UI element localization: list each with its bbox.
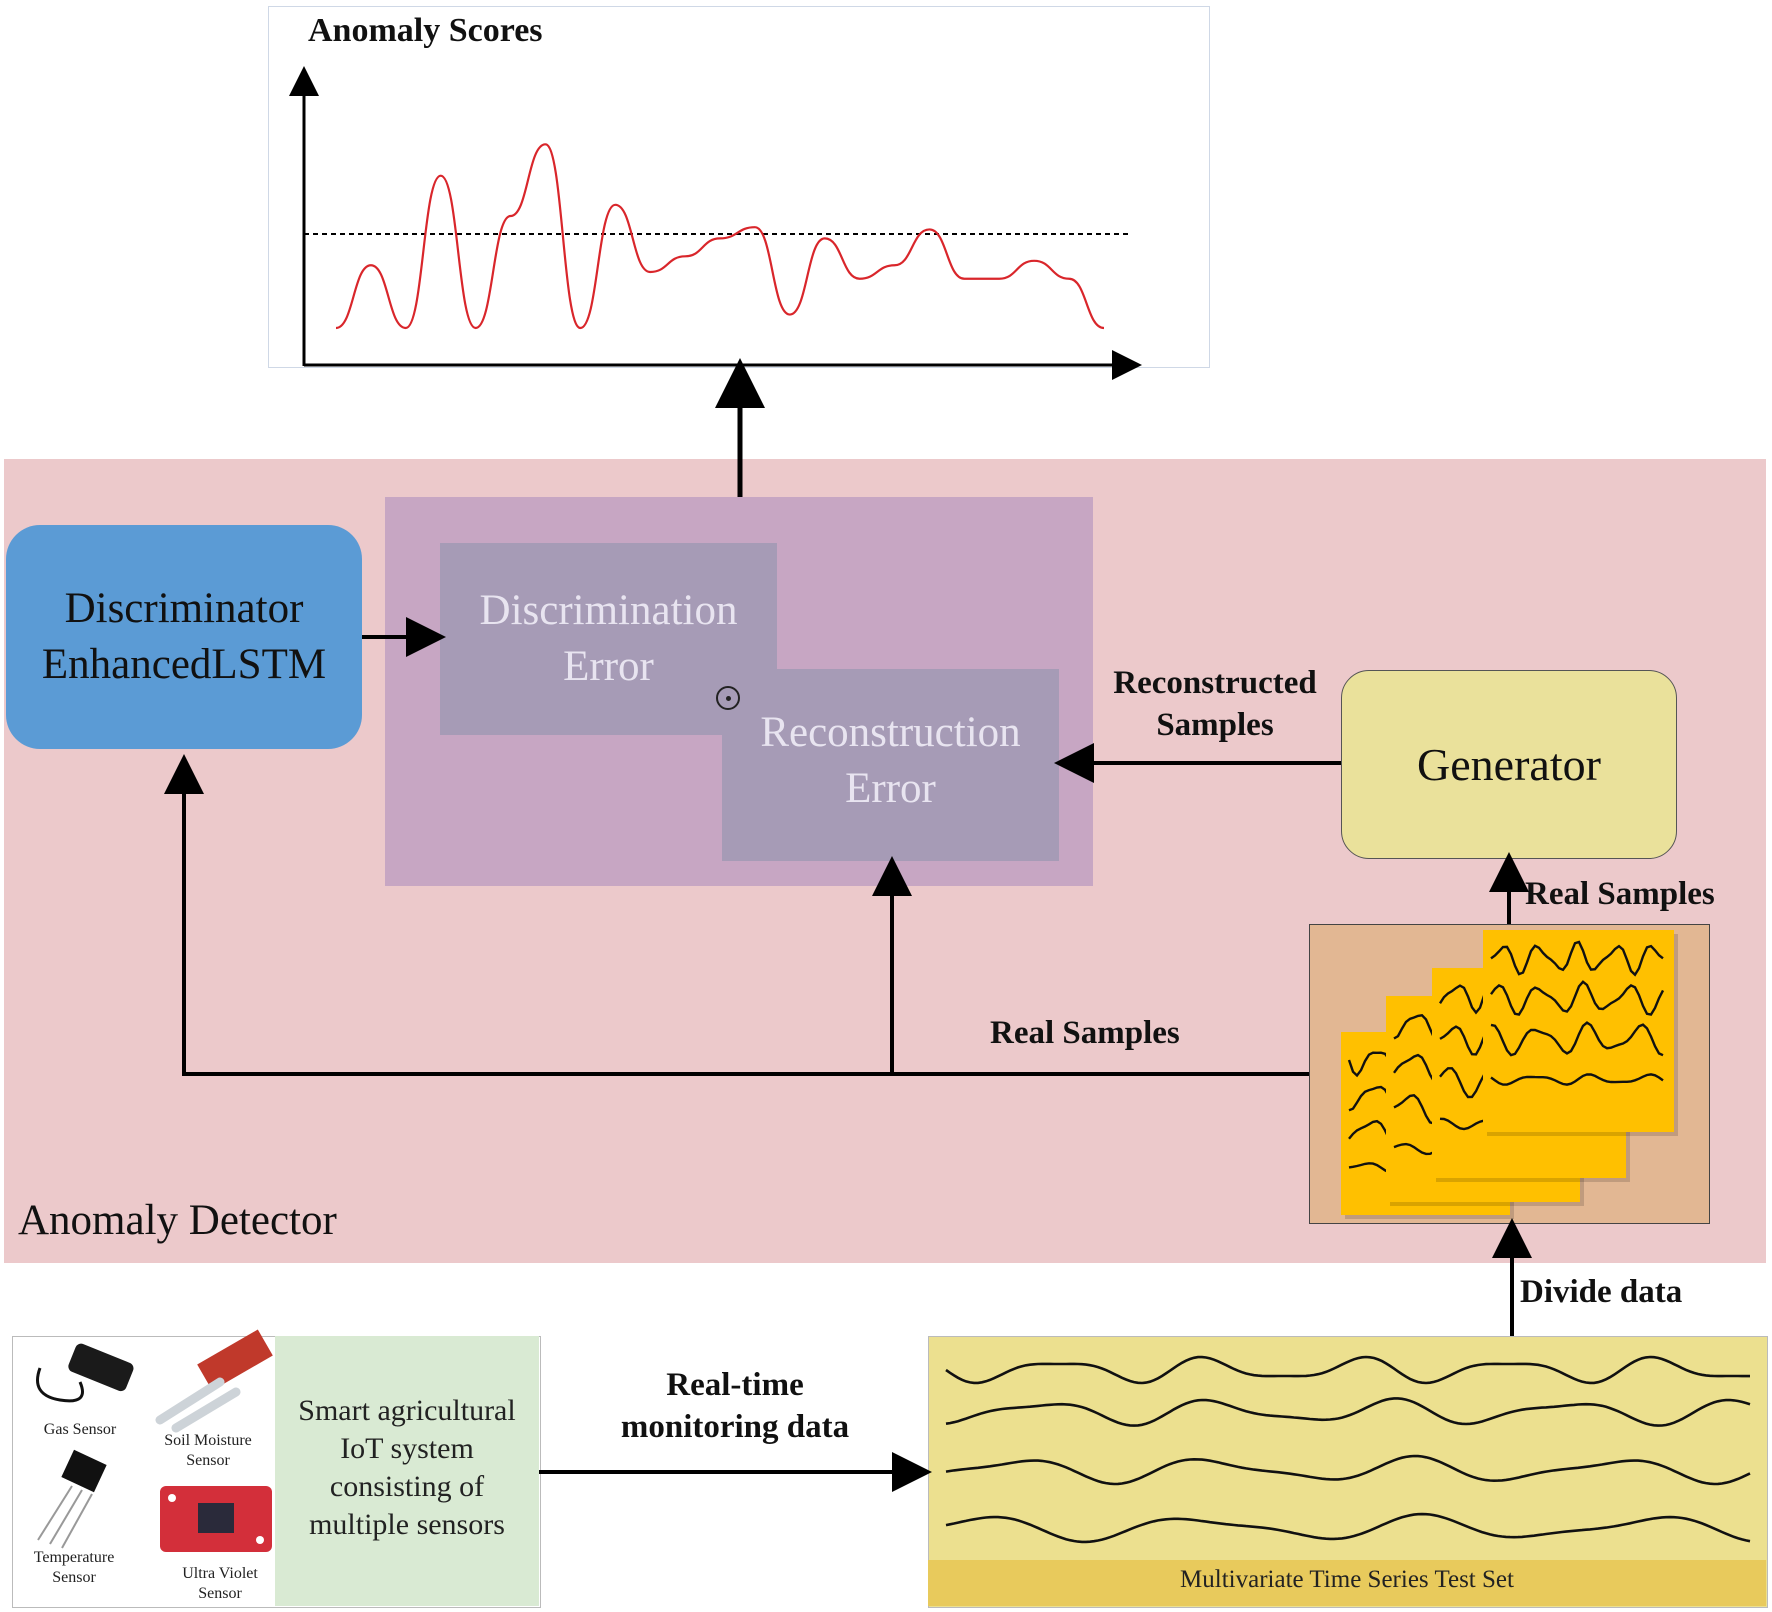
test-set-waves xyxy=(945,1355,1751,1544)
elementwise-product-icon xyxy=(716,686,740,710)
sample-wave xyxy=(1490,940,1664,977)
discrimination-error-box: Discrimination Error xyxy=(440,543,777,735)
test-set-wave xyxy=(945,1512,1751,1544)
temperature-sensor-icon xyxy=(37,1449,107,1549)
realtime-line1: Real-time xyxy=(666,1367,804,1403)
soil-caption-line2: Sensor xyxy=(186,1452,230,1469)
discrimination-error-line2: Error xyxy=(563,643,654,690)
realtime-line2: monitoring data xyxy=(620,1409,850,1445)
discrimination-error-line1: Discrimination xyxy=(479,587,738,634)
iot-system-text: Smart agricultural IoT system consisting… xyxy=(280,1392,534,1544)
reconstruction-error-line1: Reconstruction xyxy=(760,709,1021,756)
soil-moisture-sensor-icon xyxy=(155,1329,273,1433)
sample-wave xyxy=(1490,980,1665,1016)
discriminator-line1: Discriminator xyxy=(64,585,304,632)
test-set-strip xyxy=(928,1560,1766,1606)
discriminator-node: Discriminator EnhancedLSTM xyxy=(6,525,362,749)
divide-data-label: Divide data xyxy=(1520,1274,1683,1310)
iot-line3: consisting of xyxy=(329,1470,485,1503)
test-set-wave xyxy=(945,1454,1751,1486)
uv-sensor-icon xyxy=(160,1486,272,1552)
test-set-wave xyxy=(945,1397,1751,1427)
reconstructed-line1: Reconstructed xyxy=(1113,665,1317,701)
test-set-label: Multivariate Time Series Test Set xyxy=(1180,1566,1514,1593)
real-samples-feedback xyxy=(164,754,1309,1076)
soil-sensor-caption: Soil Moisture Sensor xyxy=(148,1431,268,1471)
anomaly-detector-label: Anomaly Detector xyxy=(18,1197,337,1244)
gas-sensor-caption: Gas Sensor xyxy=(43,1421,117,1438)
test-set-wave xyxy=(945,1355,1750,1385)
iot-line4: multiple sensors xyxy=(309,1508,505,1541)
reconstruction-error-box: Reconstruction Error xyxy=(722,669,1059,861)
uv-sensor-caption: Ultra Violet Sensor xyxy=(160,1564,280,1604)
anomaly-score-line xyxy=(335,143,1105,330)
real-samples-bottom-label: Real Samples xyxy=(990,1015,1180,1051)
anomaly-scores-panel xyxy=(268,6,1210,368)
uv-caption-line1: Ultra Violet xyxy=(182,1565,258,1582)
reconstructed-line2: Samples xyxy=(1156,707,1274,743)
iot-line2: IoT system xyxy=(340,1432,474,1465)
sample-cards xyxy=(1341,930,1678,1219)
sample-wave xyxy=(1490,1021,1664,1057)
iot-system-box xyxy=(275,1336,539,1606)
uv-caption-line2: Sensor xyxy=(198,1585,242,1602)
generator-node: Generator xyxy=(1341,670,1677,859)
temperature-sensor-caption: Temperature Sensor xyxy=(14,1548,134,1588)
sample-card xyxy=(1483,930,1674,1132)
discriminator-line2: EnhancedLSTM xyxy=(41,641,327,688)
sample-wave xyxy=(1490,1073,1664,1086)
chart-title: Anomaly Scores xyxy=(308,12,543,49)
temperature-caption-line2: Sensor xyxy=(52,1569,96,1586)
iot-line1: Smart agricultural xyxy=(298,1394,516,1427)
soil-caption-line1: Soil Moisture xyxy=(164,1432,252,1449)
reconstructed-samples-label: Reconstructed Samples xyxy=(1090,662,1340,746)
reconstruction-error-line2: Error xyxy=(845,765,936,812)
real-samples-top-label: Real Samples xyxy=(1525,876,1715,912)
temperature-caption-line1: Temperature xyxy=(33,1549,115,1566)
realtime-monitoring-label: Real-time monitoring data xyxy=(590,1364,880,1448)
gas-sensor-icon xyxy=(36,1343,134,1403)
